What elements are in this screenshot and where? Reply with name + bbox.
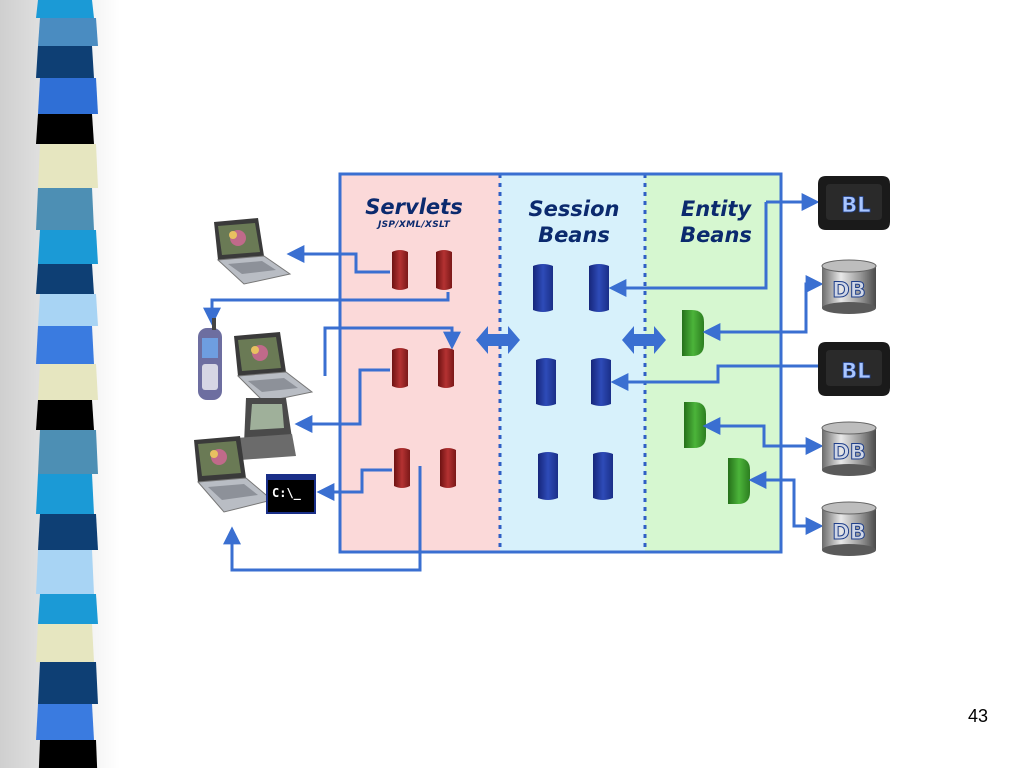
terminal-prompt: C:\_ xyxy=(272,486,301,500)
stripe-block xyxy=(38,294,98,326)
stripe-block xyxy=(36,0,94,18)
stripe-block xyxy=(36,624,94,662)
bl-badge-icon xyxy=(818,342,890,396)
decorative-side-stripe xyxy=(0,0,120,768)
session-entity-double-arrow xyxy=(622,326,666,354)
stripe-block xyxy=(36,264,94,294)
connector-arrow xyxy=(702,275,824,341)
stripe-block xyxy=(36,550,94,594)
session-bean xyxy=(533,264,553,312)
entity-title: Entity xyxy=(680,197,752,221)
servlet-bean xyxy=(394,448,410,488)
entity-bean xyxy=(728,458,750,504)
stripe-block xyxy=(38,230,98,264)
servlets-title: Servlets xyxy=(365,195,463,219)
stripe-block xyxy=(36,704,94,740)
stripe-block xyxy=(36,188,94,230)
database-icon xyxy=(821,421,877,476)
stripe-block xyxy=(38,430,98,474)
connector-arrow xyxy=(316,468,392,501)
stripe-block xyxy=(36,400,94,430)
stripe-block xyxy=(36,46,94,78)
container-frame xyxy=(338,172,783,554)
connector-arrow xyxy=(203,292,450,326)
session-beans-column xyxy=(500,174,645,552)
page-number: 43 xyxy=(967,706,988,726)
session-bean xyxy=(589,264,609,312)
database-icon xyxy=(821,501,877,556)
laptop-icon xyxy=(234,332,314,403)
backend-label: DB xyxy=(832,278,865,302)
bl-badge-icon xyxy=(818,176,890,230)
stripe-block xyxy=(38,740,98,768)
servlet-session-double-arrow xyxy=(476,326,520,354)
stripe-block xyxy=(36,326,94,364)
entity-title-line2: Beans xyxy=(680,223,752,247)
pda-icon xyxy=(236,398,296,460)
stripe-block xyxy=(38,662,98,704)
connector-arrow xyxy=(610,364,818,391)
database-icon xyxy=(821,259,877,314)
connector-arrow xyxy=(702,417,824,455)
session-bean xyxy=(591,358,611,406)
backend-label: BL xyxy=(841,359,870,383)
stripe-block xyxy=(38,594,98,624)
connector-arrow xyxy=(294,368,390,433)
servlet-bean xyxy=(440,448,456,488)
servlets-subtitle: JSP/XML/XSLT xyxy=(377,220,451,230)
mobile-phone-icon xyxy=(198,318,222,400)
stripe-block xyxy=(38,144,98,188)
stripe-block xyxy=(38,514,98,550)
servlet-bean xyxy=(392,250,408,290)
session-bean xyxy=(593,452,613,500)
stripe-block xyxy=(38,18,98,46)
laptop-icon xyxy=(194,436,274,513)
entity-bean xyxy=(684,402,706,448)
connector-arrow xyxy=(223,466,422,572)
connector-arrow xyxy=(286,245,390,274)
servlet-bean xyxy=(438,348,454,388)
backend-label: BL xyxy=(841,193,870,217)
stripe-block xyxy=(36,114,94,144)
session-title: Session xyxy=(528,197,620,221)
connector-arrow xyxy=(748,471,824,535)
backend-label: DB xyxy=(832,520,865,544)
servlet-bean xyxy=(392,348,408,388)
session-bean xyxy=(538,452,558,500)
stripe-block xyxy=(36,474,94,514)
connector-arrow xyxy=(323,326,461,376)
session-title-line2: Beans xyxy=(538,223,610,247)
entity-bean xyxy=(682,310,704,356)
session-bean xyxy=(536,358,556,406)
servlet-bean xyxy=(436,250,452,290)
backend-label: DB xyxy=(832,440,865,464)
stripe-block xyxy=(38,364,98,400)
stripe-block xyxy=(38,78,98,114)
laptop-icon xyxy=(214,218,292,285)
terminal-icon xyxy=(266,474,316,514)
